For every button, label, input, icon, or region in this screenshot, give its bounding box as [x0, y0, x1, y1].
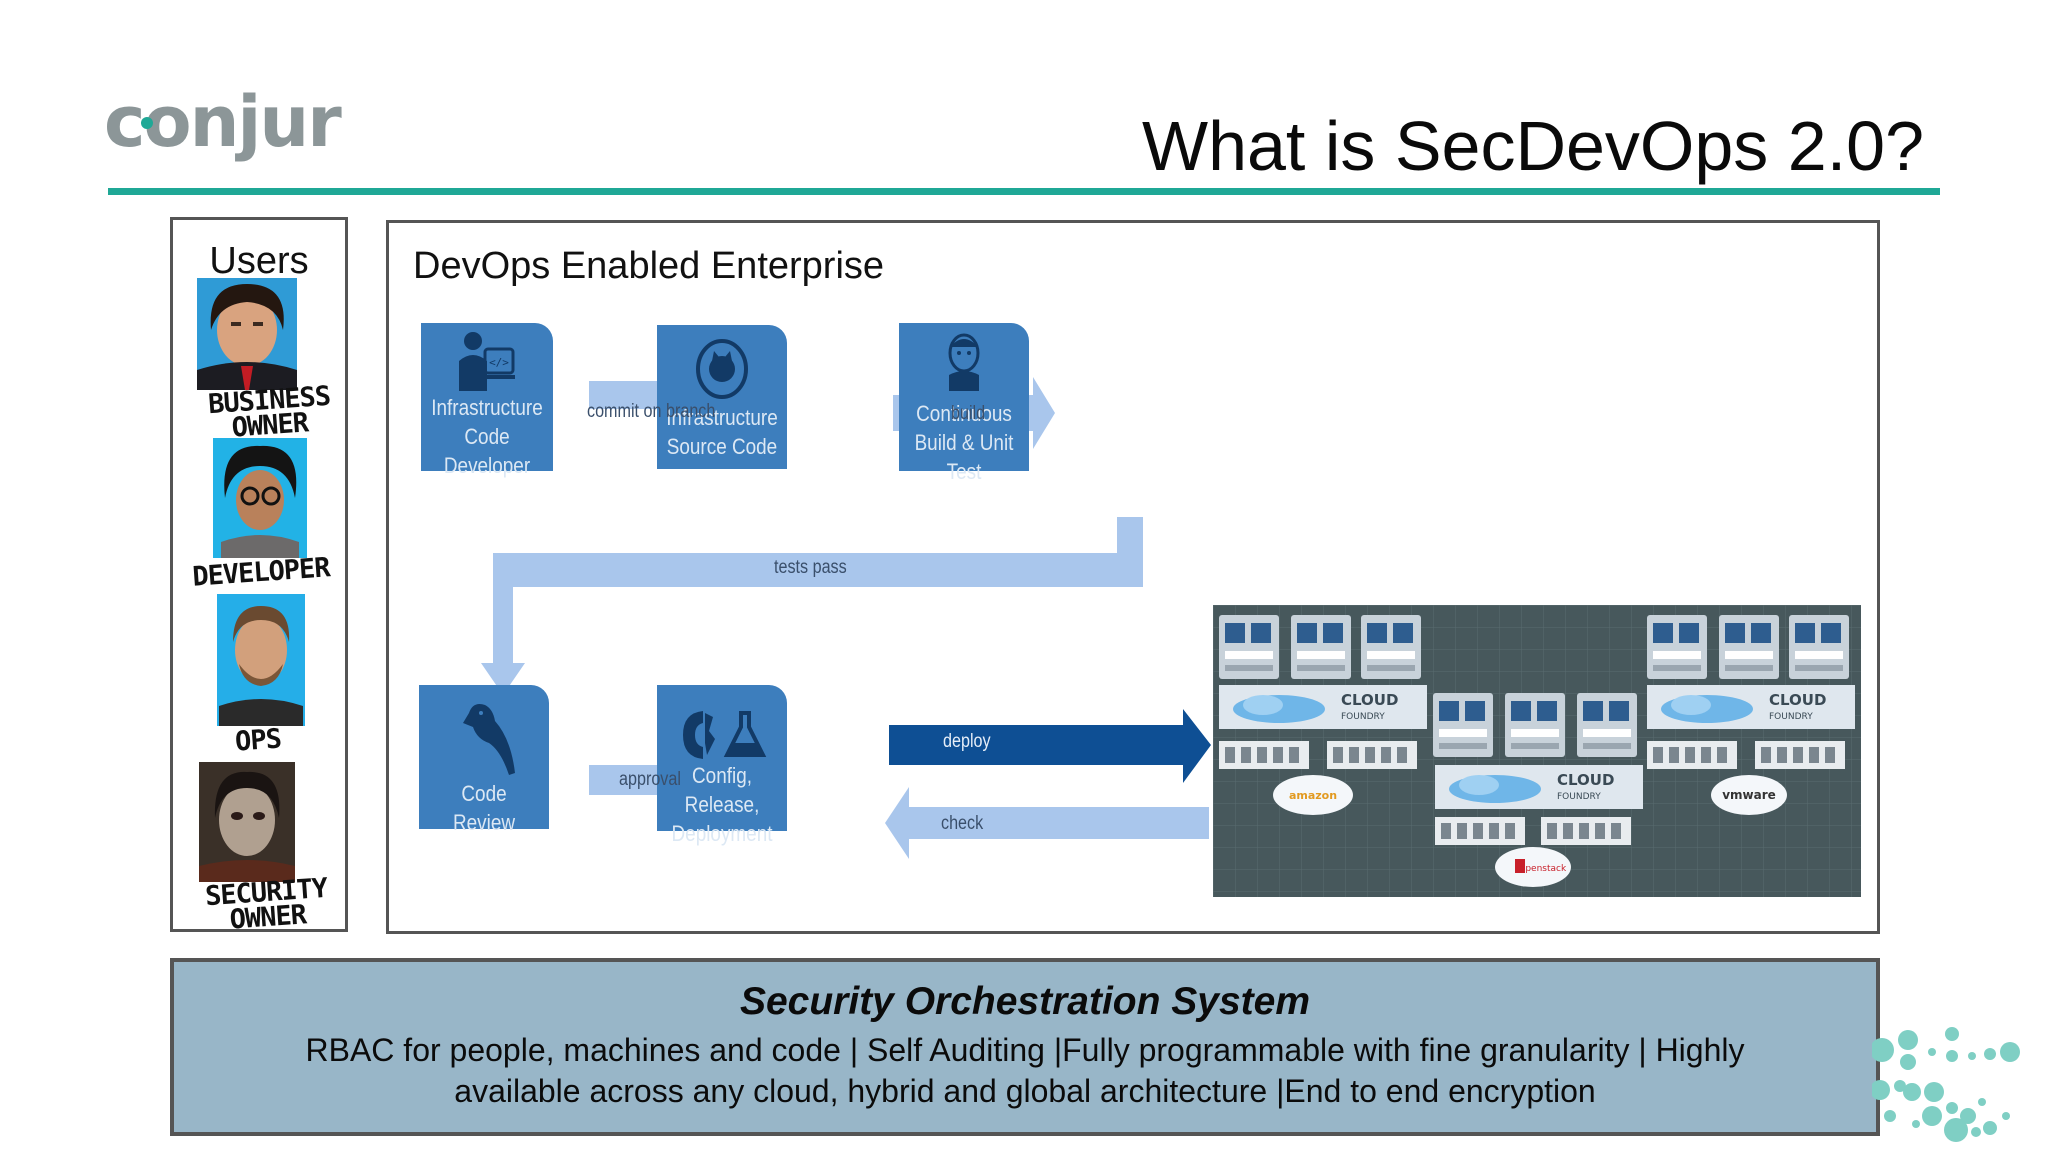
enterprise-title: DevOps Enabled Enterprise	[413, 245, 885, 287]
developer-label: DEVELOPER	[191, 552, 331, 593]
node-ci-line2: Build & Unit	[914, 430, 1014, 455]
security-owner-avatar	[199, 762, 295, 882]
node-code-review: Code Review	[419, 685, 549, 835]
svg-text:openstack: openstack	[1520, 864, 1567, 874]
svg-text:FOUNDRY: FOUNDRY	[1341, 712, 1385, 722]
deploy-arrow	[889, 709, 1211, 783]
devops-enterprise-panel: DevOps Enabled Enterprise </> Infrastr	[386, 220, 1880, 934]
svg-text:CLOUD: CLOUD	[1769, 691, 1826, 709]
sos-description: RBAC for people, machines and code | Sel…	[174, 1030, 1876, 1112]
page-title: What is SecDevOps 2.0?	[1142, 107, 1924, 185]
edge-label-build: build	[951, 403, 986, 424]
users-title: Users	[209, 240, 309, 282]
node-config-line2: Deployment	[671, 821, 773, 846]
edge-label-tests-pass: tests pass	[774, 557, 847, 578]
node-config-release-deployment: Config, Release, Deployment	[657, 685, 787, 846]
sos-title: Security Orchestration System	[739, 980, 1311, 1023]
svg-text:conjur: conjur	[104, 88, 342, 163]
edge-label-approval: approval	[619, 769, 681, 790]
sos-line2: available across any cloud, hybrid and g…	[454, 1073, 1596, 1109]
node-ci-line1: Continuous	[916, 401, 1012, 426]
security-orchestration-panel: Security Orchestration System RBAC for p…	[170, 958, 1880, 1136]
node-infrastructure-code-developer: </> Infrastructure Code Developer	[421, 323, 553, 478]
node-continuous-build-unit-test: Continuous Build & Unit Test	[899, 323, 1029, 484]
node-ci-line3: Test	[946, 459, 982, 484]
developer-icon: </>	[459, 332, 515, 391]
node-config-line1: Config, Release,	[684, 763, 760, 817]
check-arrow	[885, 787, 1209, 859]
tests-pass-arrow	[481, 517, 1143, 695]
node-infrastructure-source-code: Infrastructure Source Code	[657, 325, 787, 469]
svg-text:FOUNDRY: FOUNDRY	[1769, 712, 1813, 722]
svg-text:vmware: vmware	[1722, 788, 1776, 802]
node-review-line1: Code Review	[452, 781, 516, 835]
svg-text:CLOUD: CLOUD	[1341, 691, 1398, 709]
decorative-dots-icon	[1872, 1027, 2020, 1142]
config-flask-icon	[683, 711, 767, 759]
title-underline	[108, 188, 1940, 195]
svg-text:</>: </>	[489, 356, 509, 369]
svg-text:CLOUD: CLOUD	[1557, 771, 1614, 789]
conjur-logo: conjur	[104, 88, 344, 163]
jenkins-icon	[948, 333, 980, 391]
users-panel: Users BUSINESS OWNER DEVELOPER	[170, 217, 348, 936]
business-owner-avatar	[197, 278, 297, 390]
node-source-line2: Source Code	[666, 434, 778, 459]
github-icon	[696, 339, 748, 399]
node-source-line1: Infrastructure	[666, 405, 778, 430]
edge-label-check: check	[941, 813, 984, 834]
node-dev-line2: Code Developer	[443, 424, 531, 478]
developer-avatar	[213, 438, 307, 558]
svg-text:amazon: amazon	[1289, 789, 1337, 802]
svg-text:FOUNDRY: FOUNDRY	[1557, 792, 1601, 802]
edge-label-commit-on-branch: commit on branch	[587, 401, 716, 422]
sos-line1: RBAC for people, machines and code | Sel…	[305, 1032, 1745, 1068]
cloud-infrastructure-image: CLOUD FOUNDRY amazon CLOUD FOUNDRY opens…	[1213, 605, 1861, 897]
node-dev-line1: Infrastructure	[431, 395, 543, 420]
ops-avatar	[217, 594, 305, 726]
ops-label: OPS	[234, 723, 282, 758]
gerrit-bird-icon	[463, 704, 515, 775]
edge-label-deploy: deploy	[943, 731, 991, 752]
